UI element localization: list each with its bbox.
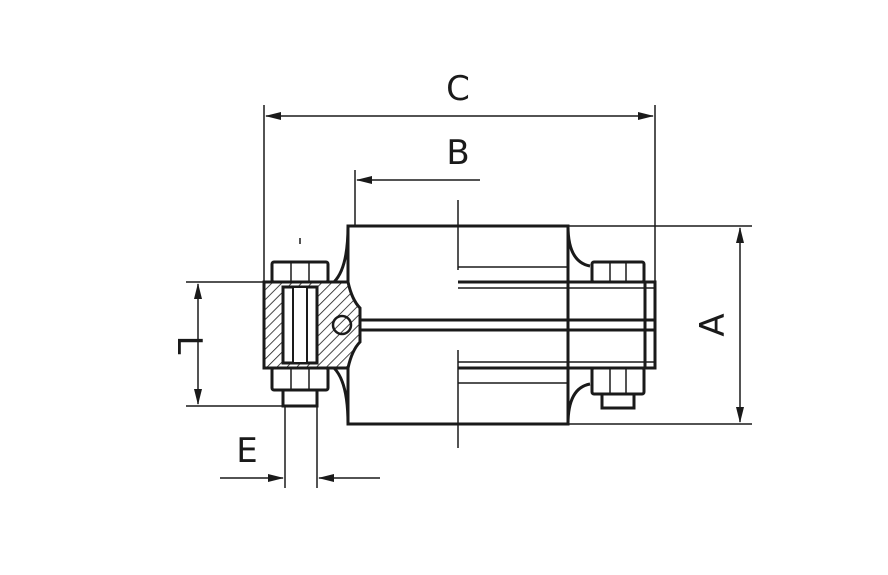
left-flange-section bbox=[262, 225, 362, 425]
dimension-label-c: C bbox=[446, 69, 470, 109]
dimension-c: C bbox=[263, 69, 656, 282]
dimension-label-l: L bbox=[169, 336, 209, 355]
dimension-label-a: A bbox=[693, 313, 733, 336]
dimension-e: E bbox=[220, 406, 380, 488]
dimension-label-e: E bbox=[236, 431, 257, 471]
dimension-a: A bbox=[568, 225, 752, 425]
dimension-b: B bbox=[354, 133, 480, 226]
center-line bbox=[299, 200, 459, 448]
dimension-l: L bbox=[169, 281, 283, 407]
right-bolt bbox=[590, 260, 646, 410]
left-bolt bbox=[270, 260, 330, 408]
dimension-label-b: B bbox=[446, 133, 469, 173]
